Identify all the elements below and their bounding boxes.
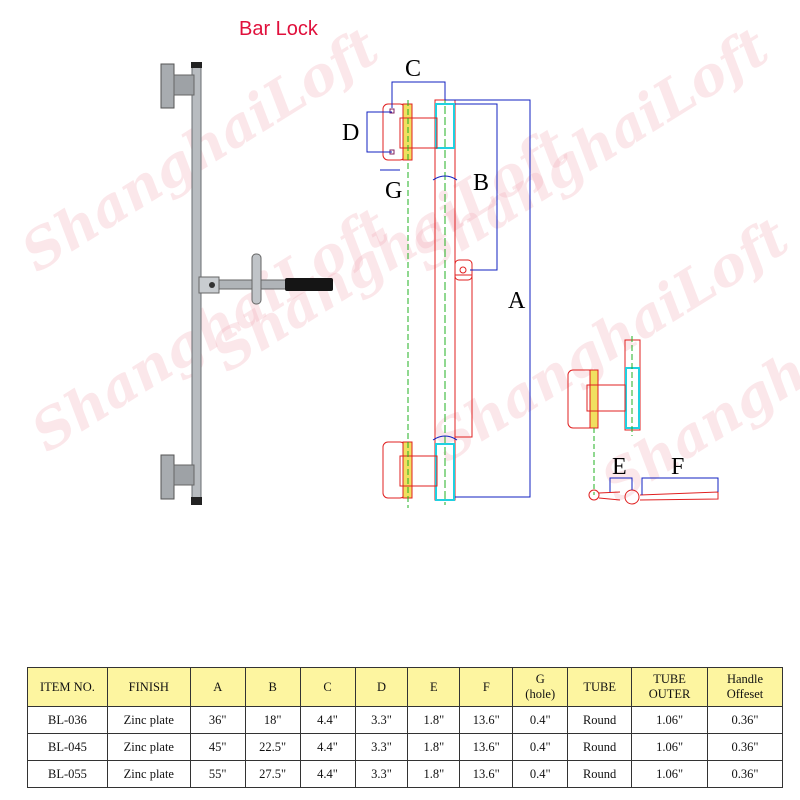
bottom-hinge-arm: [173, 464, 195, 486]
table-cell: 0.4": [512, 733, 569, 761]
product-illustration: A B C D G E F: [160, 56, 719, 508]
dim-label-e: E: [612, 454, 627, 480]
table-cell: 4.4": [299, 706, 356, 734]
table-cell: 36": [189, 706, 246, 734]
table-cell: 3.3": [354, 733, 409, 761]
handle-grip: [285, 278, 333, 291]
table-cell: 3.3": [354, 706, 409, 734]
table-cell: Round: [567, 733, 633, 761]
technical-drawing: [366, 81, 719, 508]
table-cell: 18": [244, 706, 301, 734]
column-header: TUBE OUTER: [631, 667, 709, 707]
column-header: TUBE: [567, 667, 633, 707]
column-header: D: [354, 667, 409, 707]
column-header: ITEM NO.: [27, 667, 108, 707]
handle-keeper: [251, 253, 262, 305]
dimension-lines: [366, 81, 531, 498]
table-cell: BL-036: [27, 706, 108, 734]
column-header: Handle Offeset: [707, 667, 783, 707]
table-cell: 1.06": [631, 760, 709, 788]
dim-label-b: B: [473, 170, 489, 196]
table-cell: Round: [567, 706, 633, 734]
column-header: C: [299, 667, 356, 707]
column-header: FINISH: [106, 667, 191, 707]
dim-label-c: C: [405, 56, 421, 82]
table-cell: 0.4": [512, 706, 569, 734]
column-header: F: [459, 667, 514, 707]
table-cell: 4.4": [299, 733, 356, 761]
handle-detail: [567, 336, 719, 505]
table-cell: 13.6": [459, 760, 514, 788]
table-cell: 45": [189, 733, 246, 761]
table-cell: 1.06": [631, 733, 709, 761]
dim-label-g: G: [385, 178, 402, 204]
table-cell: 1.8": [407, 733, 461, 761]
table-cell: 1.8": [407, 760, 461, 788]
tube-cap-bottom: [191, 497, 202, 505]
dim-label-a: A: [508, 288, 526, 314]
bottom-hinge-plate: [160, 454, 175, 500]
table-cell: Zinc plate: [106, 760, 191, 788]
table-cell: 13.6": [459, 706, 514, 734]
column-header: E: [407, 667, 461, 707]
column-header: B: [244, 667, 301, 707]
table-cell: Round: [567, 760, 633, 788]
table-cell: 22.5": [244, 733, 301, 761]
table-cell: Zinc plate: [106, 706, 191, 734]
table-cell: 1.8": [407, 706, 461, 734]
column-header: A: [189, 667, 246, 707]
tube-cap-top: [191, 62, 202, 68]
table-cell: 0.36": [707, 760, 783, 788]
dim-label-f: F: [671, 454, 684, 480]
table-cell: 55": [189, 760, 246, 788]
bottom-hinge: [382, 441, 406, 499]
table-cell: Zinc plate: [106, 733, 191, 761]
table-cell: 1.06": [631, 706, 709, 734]
table-cell: BL-045: [27, 733, 108, 761]
table-cell: 3.3": [354, 760, 409, 788]
table-cell: 0.36": [707, 733, 783, 761]
table-cell: 4.4": [299, 760, 356, 788]
table-cell: 13.6": [459, 733, 514, 761]
top-hinge-plate: [160, 63, 175, 109]
table-cell: BL-055: [27, 760, 108, 788]
page-title: Bar Lock: [239, 18, 318, 40]
column-header: G (hole): [512, 667, 569, 707]
handle-side: [454, 274, 473, 438]
dim-label-d: D: [342, 120, 359, 146]
table-cell: 0.36": [707, 706, 783, 734]
bar-lock-photo: [160, 62, 333, 505]
table-cell: 0.4": [512, 760, 569, 788]
table-cell: 27.5": [244, 760, 301, 788]
top-hinge-arm: [173, 74, 195, 96]
